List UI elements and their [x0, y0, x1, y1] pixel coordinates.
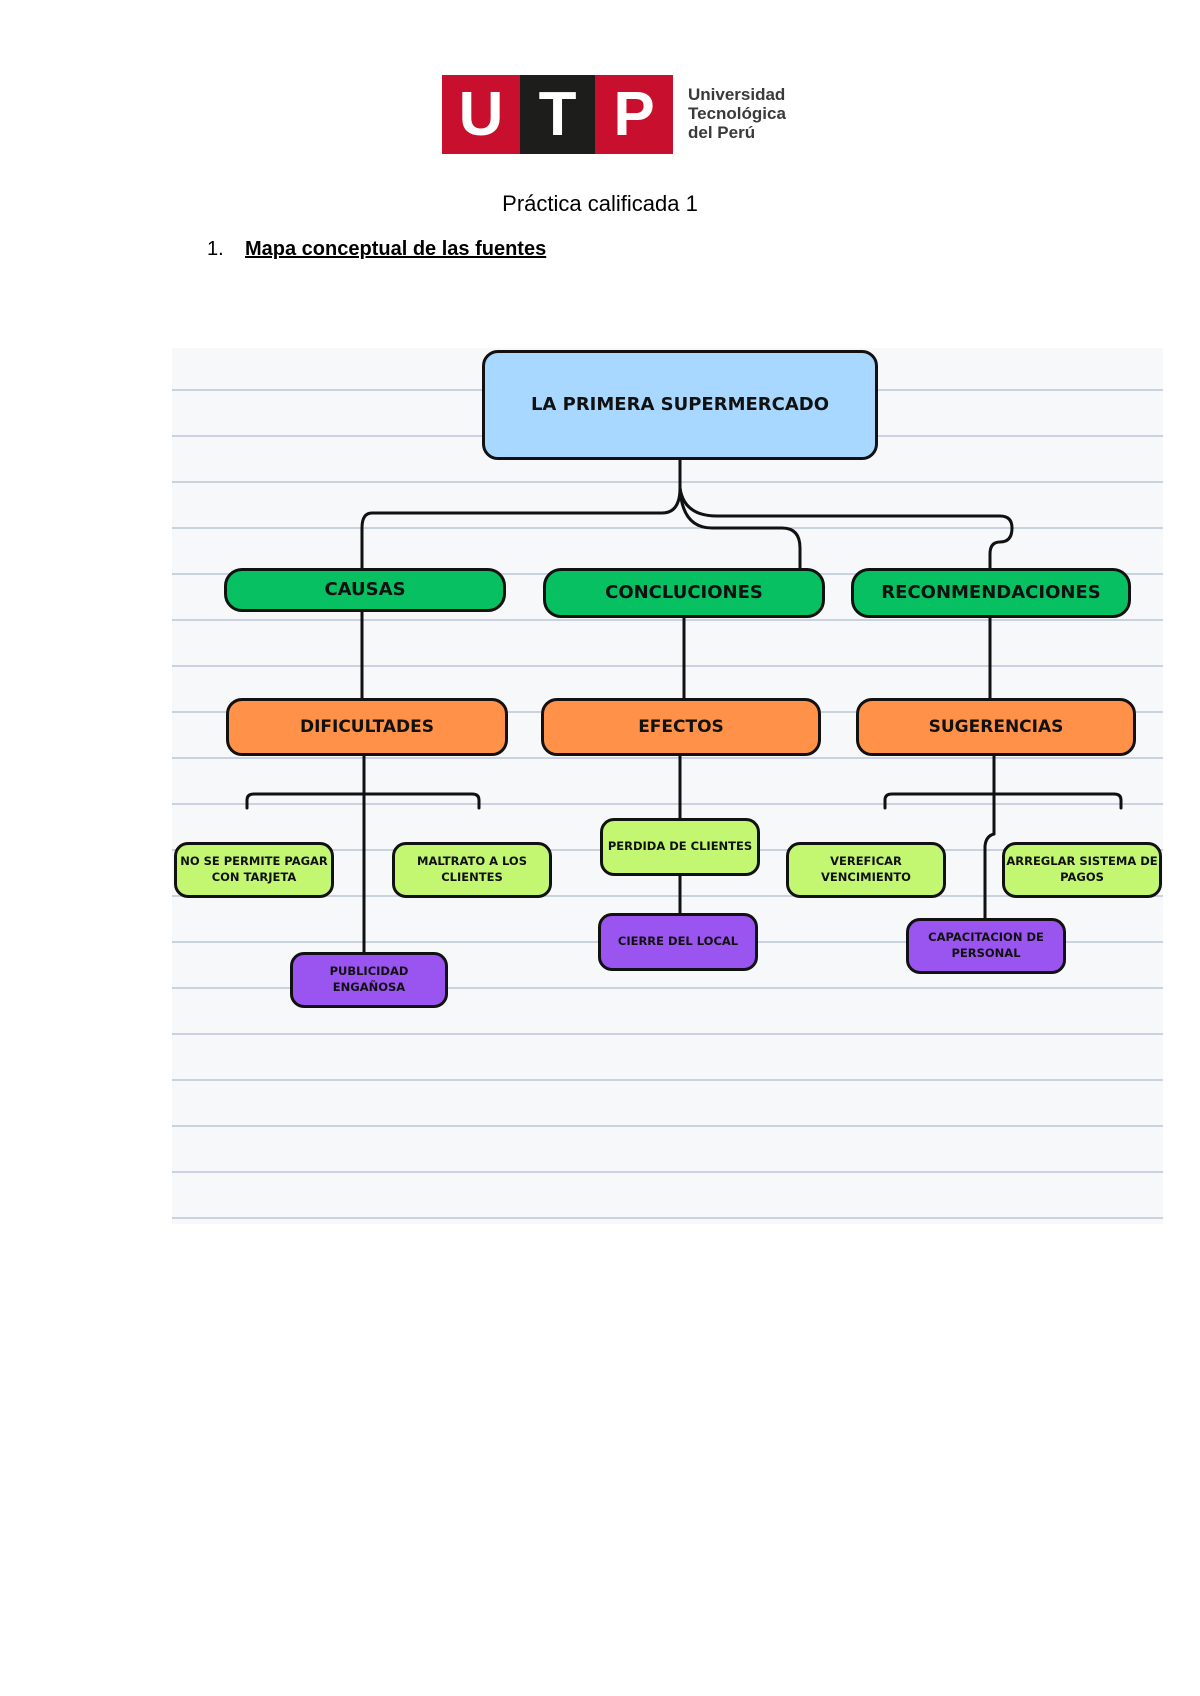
connector-root-recomendaciones	[678, 486, 1014, 572]
leaf-node-publicidad: PUBLICIDAD ENGAÑOSA	[290, 952, 448, 1008]
child-node-dificultades: DIFICULTADES	[226, 698, 508, 756]
branch-node-recomendaciones: RECONMENDACIONES	[851, 568, 1131, 618]
connector-sugerencias-capacitacion	[983, 832, 996, 922]
section-heading: 1. Mapa conceptual de las fuentes	[207, 238, 546, 261]
connector-sugerencias-bar	[883, 792, 1123, 810]
leaf-node-no-tarjeta: NO SE PERMITE PAGAR CON TARJETA	[174, 842, 334, 898]
logo-letter-p: P	[595, 75, 673, 154]
leaf-node-cierre-local: CIERRE DEL LOCAL	[598, 913, 758, 971]
root-node: LA PRIMERA SUPERMERCADO	[482, 350, 878, 460]
utp-logo: U T P Universidad Tecnológica del Perú	[442, 75, 802, 154]
logo-name-line: del Perú	[688, 123, 756, 142]
leaf-node-perdida-clientes: PERDIDA DE CLIENTES	[600, 818, 760, 876]
connector-root-causas	[360, 486, 682, 572]
leaf-node-maltrato: MALTRATO A LOS CLIENTES	[392, 842, 552, 898]
leaf-node-arreglar-pagos: ARREGLAR SISTEMA DE PAGOS	[1002, 842, 1162, 898]
connector-dificultades-bar	[245, 792, 481, 810]
section-title: Mapa conceptual de las fuentes	[245, 238, 547, 260]
child-node-sugerencias: SUGERENCIAS	[856, 698, 1136, 756]
connector-lines	[245, 456, 1123, 956]
logo-name-line: Tecnológica	[688, 104, 786, 123]
logo-university-name: Universidad Tecnológica del Perú	[688, 85, 786, 142]
logo-letter-u: U	[442, 75, 520, 154]
section-number: 1.	[207, 238, 224, 260]
concept-map: LA PRIMERA SUPERMERCADO CAUSAS CONCLUCIO…	[172, 348, 1163, 1224]
branch-node-causas: CAUSAS	[224, 568, 506, 612]
branch-node-conclusiones: CONCLUCIONES	[543, 568, 825, 618]
logo-name-line: Universidad	[688, 85, 786, 104]
leaf-node-vereficar: VEREFICAR VENCIMIENTO	[786, 842, 946, 898]
document-title: Práctica calificada 1	[502, 191, 698, 216]
leaf-node-capacitacion: CAPACITACION DE PERSONAL	[906, 918, 1066, 974]
logo-letter-t: T	[520, 75, 595, 154]
connector-root-conclusiones	[678, 486, 802, 572]
child-node-efectos: EFECTOS	[541, 698, 821, 756]
